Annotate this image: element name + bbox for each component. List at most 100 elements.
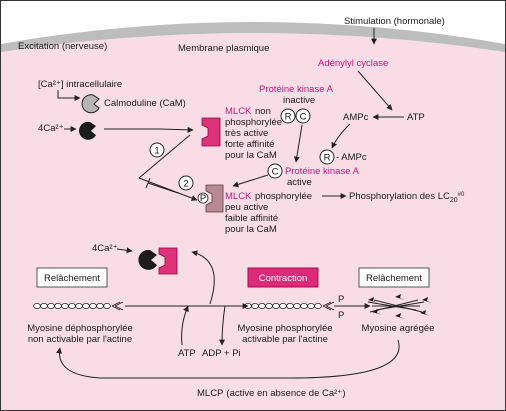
ca-calmodulin-complex <box>79 121 96 140</box>
aggregate-head <box>420 310 430 316</box>
mlck-np-line-0: non <box>255 106 271 117</box>
mlck-np-line-1: phosphorylée <box>225 117 282 128</box>
r-ampc-subunit <box>319 149 335 165</box>
pka-c-letter: C <box>300 112 307 123</box>
pka-r-arrow <box>293 124 303 163</box>
myosin-bead <box>307 302 315 309</box>
r-ampc-letter: R <box>324 153 331 164</box>
myosin-bead <box>61 302 69 309</box>
complex-to-mlck-arrow <box>104 126 194 133</box>
mlck-p-line-1: faible affinité <box>225 213 278 224</box>
step-two-inhibition <box>147 182 179 194</box>
mlck-p-phosphate <box>197 192 209 204</box>
myosin-head <box>111 301 124 311</box>
adp-release-curve <box>219 305 226 346</box>
ca4-bottom-arrow <box>116 247 133 254</box>
myosin-bead <box>33 302 41 309</box>
atp-consumption-curve <box>181 305 189 346</box>
relax-right-box <box>358 267 430 288</box>
mlcp-label: MLCP(active en absence de Ca²⁺) <box>197 388 345 399</box>
myosin-bead <box>258 302 266 309</box>
aggregate-strand <box>373 299 423 313</box>
step-two-bar <box>145 177 151 189</box>
mlck-p-title: MLCK <box>225 191 252 202</box>
mlck-np-title: MLCK <box>225 106 252 117</box>
aggregate-head <box>422 297 432 303</box>
myosin-bead <box>265 302 273 309</box>
myosin-bead <box>75 302 83 309</box>
relax-left-box <box>36 267 108 288</box>
membrane-label: Membrane plasmique <box>178 43 269 54</box>
pka-phosphorylates-mlck-arrow <box>232 174 269 188</box>
myosin-bead <box>54 302 62 309</box>
mlck-np-line-4: pour la CaM <box>225 150 277 161</box>
myosin-bead <box>279 302 287 309</box>
r-ampc-label: - AMPc <box>336 152 367 163</box>
step-one-line <box>138 134 191 179</box>
mlck-p-line-0: peu active <box>225 202 268 213</box>
myosin-bead <box>47 302 55 309</box>
cyclase-to-atp-arrow <box>357 70 393 111</box>
stimulation-label: Stimulation (hormonale) <box>344 16 445 27</box>
ampc-label: AMPc <box>343 112 369 123</box>
myosin-bead <box>82 302 90 309</box>
mlcp-return-arrow <box>56 339 400 379</box>
myosin-bead <box>96 302 104 309</box>
pka-active-c-letter: C <box>272 167 279 178</box>
ca-intracellular-label: [Ca²⁺] intracellulaire <box>38 79 122 90</box>
step-one-number: 1 <box>154 146 159 157</box>
myosin-aggregated-shape <box>367 294 432 319</box>
myosin-bead <box>89 302 97 309</box>
ca4-top-label: 4Ca²⁺ <box>38 123 64 134</box>
pka-active-state: active <box>287 177 312 188</box>
myosin-dephos-line-1: Myosine déphosphorylée <box>27 323 133 334</box>
myosin-dephos-line-2: non activable par l'actine <box>28 334 132 345</box>
adp-pi-label: ADP + Pi <box>202 348 241 359</box>
myosin-p-top: P <box>338 294 344 305</box>
myosin-bead <box>300 302 308 309</box>
step-one-marker <box>149 142 165 158</box>
pka-inactive-title: Protéine kinase A <box>259 84 334 95</box>
pka-active-title: Protéine kinase A <box>285 166 360 177</box>
mlck-phosphorylated-shape <box>205 184 224 213</box>
myosin-bead <box>286 302 294 309</box>
aggregate-head <box>395 294 405 300</box>
relax-left-label: Relâchement <box>44 273 100 284</box>
aggregate-strand <box>369 299 419 313</box>
ca4-bottom-label: 4Ca²⁺ <box>92 243 118 254</box>
myosin-dephosphorylated-filament <box>33 301 124 311</box>
adenylyl-cyclase-label: Adénylyl cyclase <box>318 58 388 69</box>
cytoplasm-region <box>1 33 505 410</box>
myosin-phos-line-1: Myosine phosphorylée <box>237 323 332 334</box>
contraction-label: Contraction <box>259 273 308 284</box>
aggregate-head <box>372 309 382 315</box>
pka-active-c <box>267 163 283 179</box>
step-two-number: 2 <box>183 179 188 190</box>
mlck-nonphosphorylated-shape <box>201 117 221 147</box>
myosin-bead <box>40 302 48 309</box>
myosin-bead <box>293 302 301 309</box>
myosin-p-bottom: P <box>338 310 344 321</box>
mlck-activation-arc <box>191 250 215 305</box>
ampc-binding-arrow <box>331 123 351 149</box>
myosin-bead <box>103 302 111 309</box>
step-two-marker <box>178 175 194 191</box>
myosin-bead <box>68 302 76 309</box>
aggregate-head <box>368 297 378 303</box>
pka-r-letter: R <box>285 112 292 123</box>
calmodulin-shape <box>81 94 100 114</box>
plasma-membrane <box>1 22 505 52</box>
atp-bottom-label: ATP <box>178 348 196 359</box>
mlck-p-phosphate-letter: P <box>200 193 206 204</box>
relax-right-label: Relâchement <box>366 273 422 284</box>
ca-to-cam-arrow <box>57 90 81 101</box>
mlck-np-line-3: forte affinité <box>225 139 274 150</box>
pka-r-subunit <box>280 108 296 124</box>
bottom-cam-complex <box>138 249 157 270</box>
bottom-mlck-shape <box>158 247 178 275</box>
myosin-head <box>322 301 335 311</box>
aggregate-head <box>395 313 405 319</box>
contraction-box <box>247 267 319 288</box>
myosin-bead <box>314 302 322 309</box>
